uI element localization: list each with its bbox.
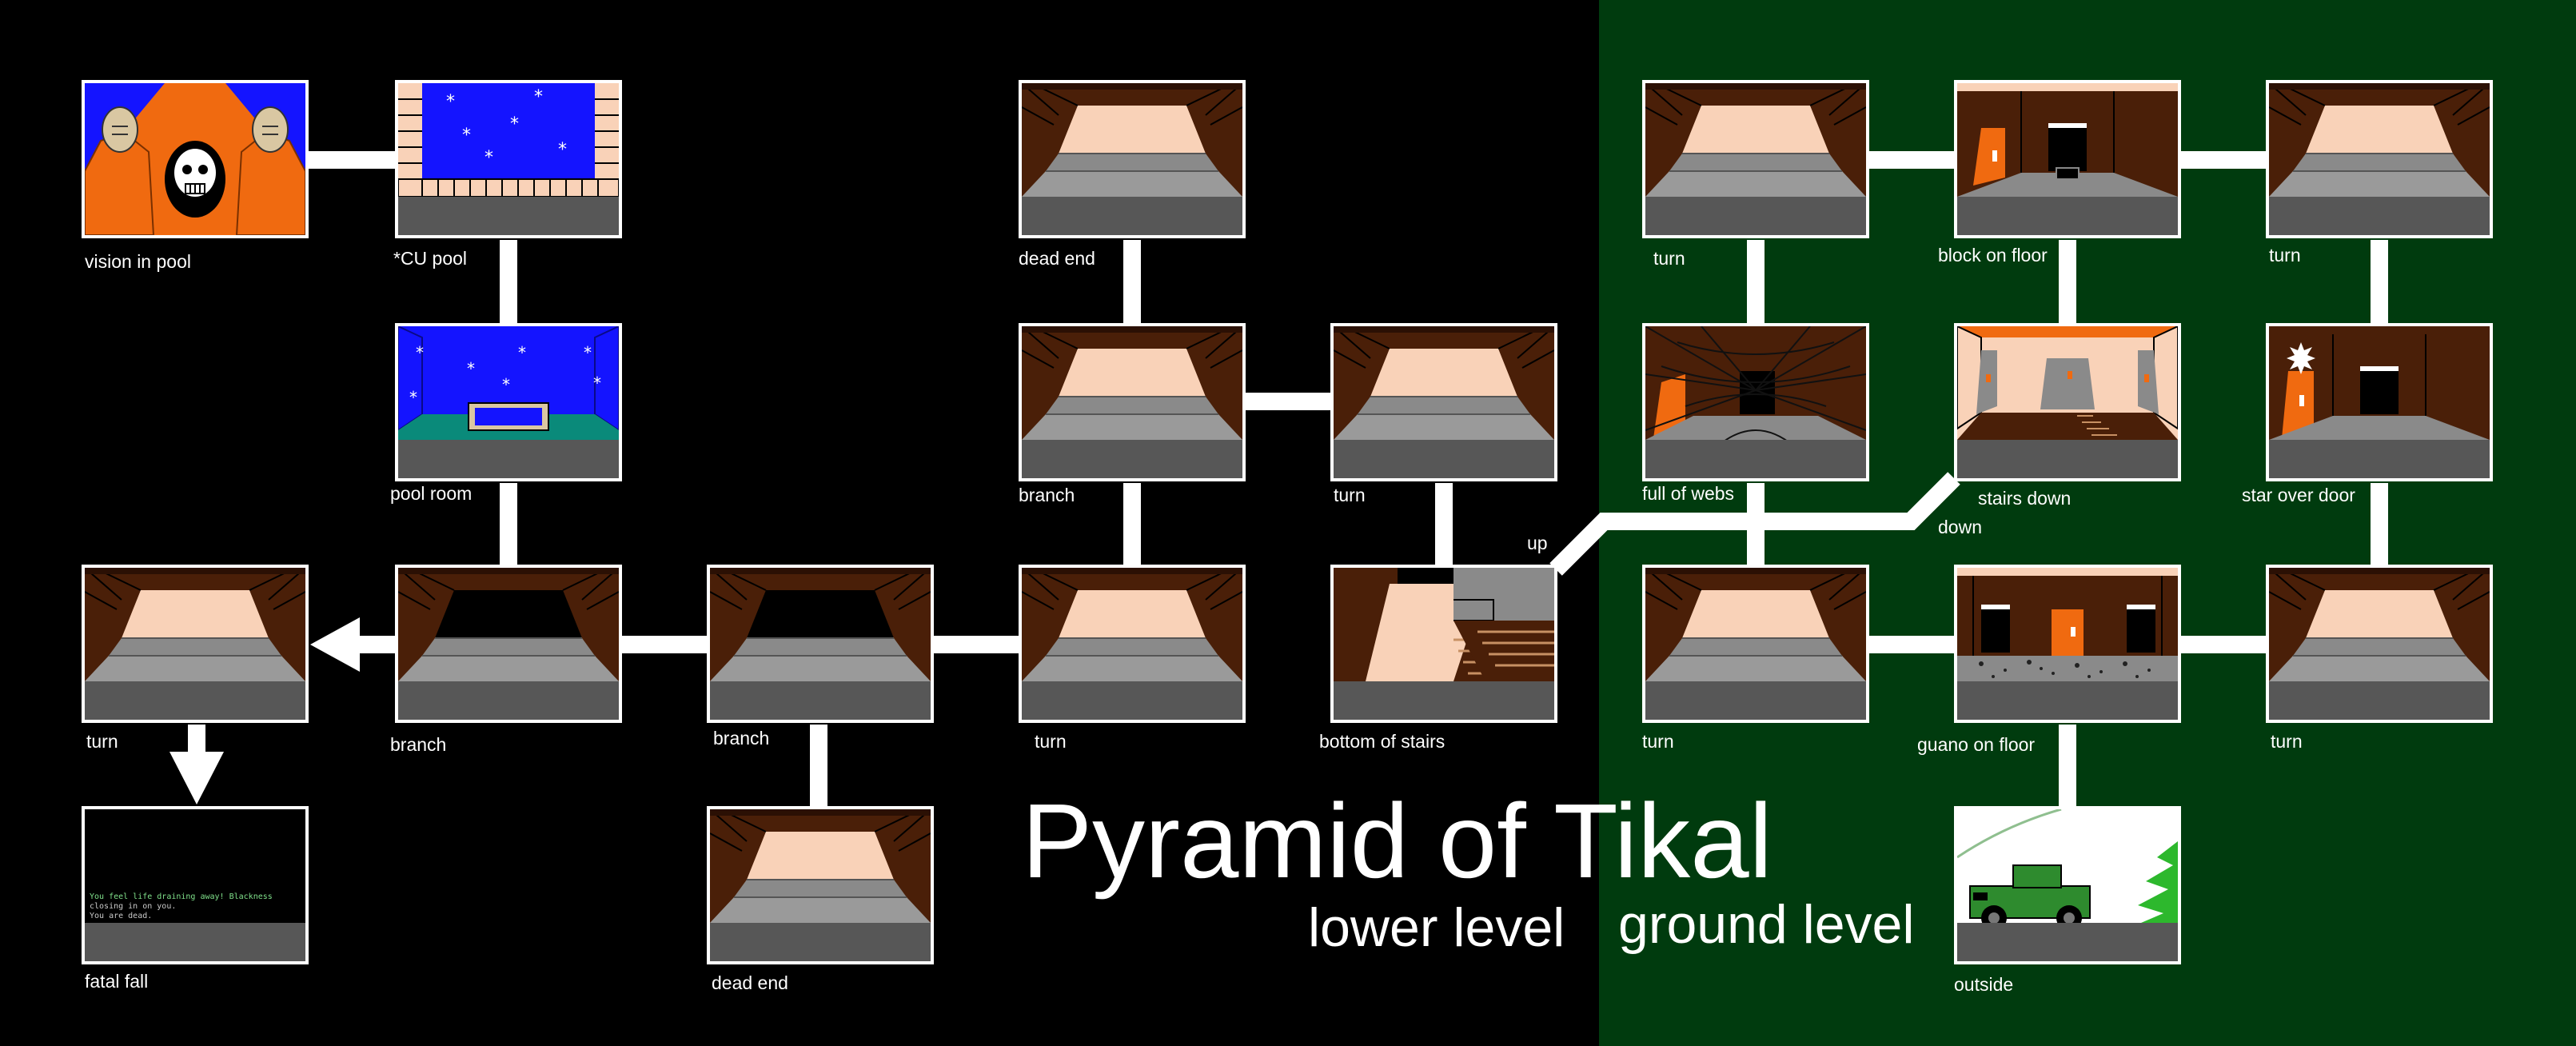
room-turn-g2[interactable] bbox=[2266, 80, 2493, 238]
room-dead-end-bottom[interactable] bbox=[707, 806, 934, 964]
subtitle-lower-level: lower level bbox=[1308, 897, 1565, 958]
room-label: branch bbox=[1019, 485, 1075, 505]
room-label: guano on floor bbox=[1917, 734, 2036, 755]
svg-text:*: * bbox=[446, 92, 455, 112]
room-block-on-floor[interactable] bbox=[1954, 80, 2181, 238]
svg-text:*: * bbox=[502, 375, 510, 394]
room-full-of-webs[interactable] bbox=[1642, 323, 1869, 481]
room-bottom-of-stairs[interactable] bbox=[1330, 565, 1557, 723]
room-pool-room[interactable]: *** **** bbox=[395, 323, 622, 481]
corridor-scene bbox=[710, 809, 931, 961]
room-turn-g4[interactable] bbox=[2266, 565, 2493, 723]
svg-text:*: * bbox=[409, 388, 417, 407]
room-outside[interactable] bbox=[1954, 806, 2181, 964]
svg-text:*: * bbox=[534, 87, 543, 107]
connector-up-label: up bbox=[1527, 533, 1548, 553]
room-label: turn bbox=[1035, 731, 1067, 752]
room-fatal-fall[interactable]: You feel life draining away! Blackness c… bbox=[82, 806, 309, 964]
room-turn-g3[interactable] bbox=[1642, 565, 1869, 723]
room-turn-far-left[interactable] bbox=[82, 565, 309, 723]
corridor-scene bbox=[1645, 83, 1866, 235]
subtitle-ground-level: ground level bbox=[1618, 894, 1915, 955]
map-title: Pyramid of Tikal bbox=[1022, 782, 1772, 900]
death-screen-scene bbox=[85, 809, 305, 961]
room-label: dead end bbox=[712, 972, 788, 993]
corridor-scene bbox=[1022, 83, 1242, 235]
corridor-scene bbox=[2269, 568, 2490, 720]
svg-text:*: * bbox=[484, 148, 493, 168]
room-label: fatal fall bbox=[85, 971, 149, 992]
guano-room-scene bbox=[1957, 568, 2178, 720]
svg-text:*: * bbox=[462, 126, 471, 146]
svg-text:*: * bbox=[518, 343, 526, 362]
stairs-down-room-scene bbox=[1957, 326, 2178, 478]
room-vision-in-pool[interactable] bbox=[82, 80, 309, 238]
room-label: *CU pool bbox=[393, 248, 468, 269]
death-line: closing in on you. bbox=[90, 902, 177, 911]
svg-text:*: * bbox=[467, 359, 475, 378]
room-label: turn bbox=[1653, 248, 1685, 269]
star-door-room-scene bbox=[2269, 326, 2490, 478]
room-branch-center[interactable] bbox=[707, 565, 934, 723]
room-label: turn bbox=[86, 731, 118, 752]
room-turn-mid[interactable] bbox=[1330, 323, 1557, 481]
room-label: vision in pool bbox=[85, 251, 191, 272]
room-label: bottom of stairs bbox=[1319, 731, 1446, 752]
room-label: pool room bbox=[390, 483, 473, 504]
room-turn-g1[interactable] bbox=[1642, 80, 1869, 238]
corridor-scene bbox=[85, 568, 305, 720]
room-cu-pool[interactable]: * * * * * * bbox=[395, 80, 622, 238]
room-label: full of webs bbox=[1642, 483, 1735, 504]
room-label: turn bbox=[1642, 731, 1674, 752]
skull-vision-scene bbox=[85, 83, 305, 235]
room-dead-end-top[interactable] bbox=[1019, 80, 1246, 238]
room-branch-left[interactable] bbox=[395, 565, 622, 723]
connector-stairs-up-down bbox=[1549, 472, 1960, 576]
room-label: turn bbox=[2271, 731, 2303, 752]
svg-text:*: * bbox=[510, 114, 519, 134]
corridor-dark-scene bbox=[710, 568, 931, 720]
room-label: block on floor bbox=[1938, 245, 2048, 265]
room-label: dead end bbox=[1019, 248, 1095, 269]
room-label: branch bbox=[390, 734, 447, 755]
room-label: stairs down bbox=[1978, 488, 2072, 509]
corridor-scene bbox=[2269, 83, 2490, 235]
stairs-up-scene bbox=[1334, 568, 1554, 720]
svg-text:*: * bbox=[584, 343, 592, 362]
room-label: turn bbox=[1334, 485, 1366, 505]
corridor-scene bbox=[1022, 568, 1242, 720]
room-turn-center[interactable] bbox=[1019, 565, 1246, 723]
jeep-outside-scene bbox=[1957, 809, 2178, 961]
web-room-scene bbox=[1645, 326, 1866, 478]
pool-closeup-scene: * * * * * * bbox=[398, 83, 619, 235]
svg-text:*: * bbox=[558, 140, 567, 160]
corridor-scene bbox=[1645, 568, 1866, 720]
room-label: star over door bbox=[2242, 485, 2355, 505]
death-message: You feel life draining away! Blackness c… bbox=[90, 892, 273, 921]
pool-room-scene: *** **** bbox=[398, 326, 619, 478]
svg-text:*: * bbox=[416, 343, 424, 362]
arrow-down-icon bbox=[169, 752, 224, 804]
death-line: You feel life draining away! Blackness bbox=[90, 892, 273, 901]
corridor-scene bbox=[1022, 326, 1242, 478]
block-room-scene bbox=[1957, 83, 2178, 235]
connector-down-label: down bbox=[1938, 517, 1982, 537]
corridor-scene bbox=[1334, 326, 1554, 478]
death-line: You are dead. bbox=[90, 912, 153, 920]
room-label: outside bbox=[1954, 974, 2014, 995]
room-label: branch bbox=[713, 728, 770, 749]
arrow-left-icon bbox=[310, 617, 360, 672]
room-label: turn bbox=[2269, 245, 2301, 265]
room-branch-mid[interactable] bbox=[1019, 323, 1246, 481]
corridor-dark-scene bbox=[398, 568, 619, 720]
room-stairs-down[interactable] bbox=[1954, 323, 2181, 481]
room-star-over-door[interactable] bbox=[2266, 323, 2493, 481]
svg-text:*: * bbox=[593, 373, 601, 393]
room-guano-on-floor[interactable] bbox=[1954, 565, 2181, 723]
